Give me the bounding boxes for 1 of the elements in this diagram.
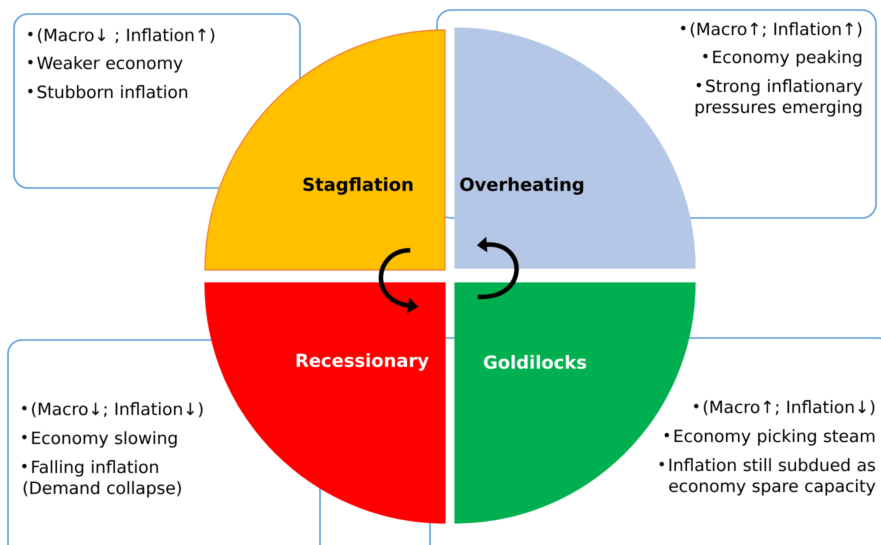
quadrant: Recessionary [204, 282, 446, 524]
